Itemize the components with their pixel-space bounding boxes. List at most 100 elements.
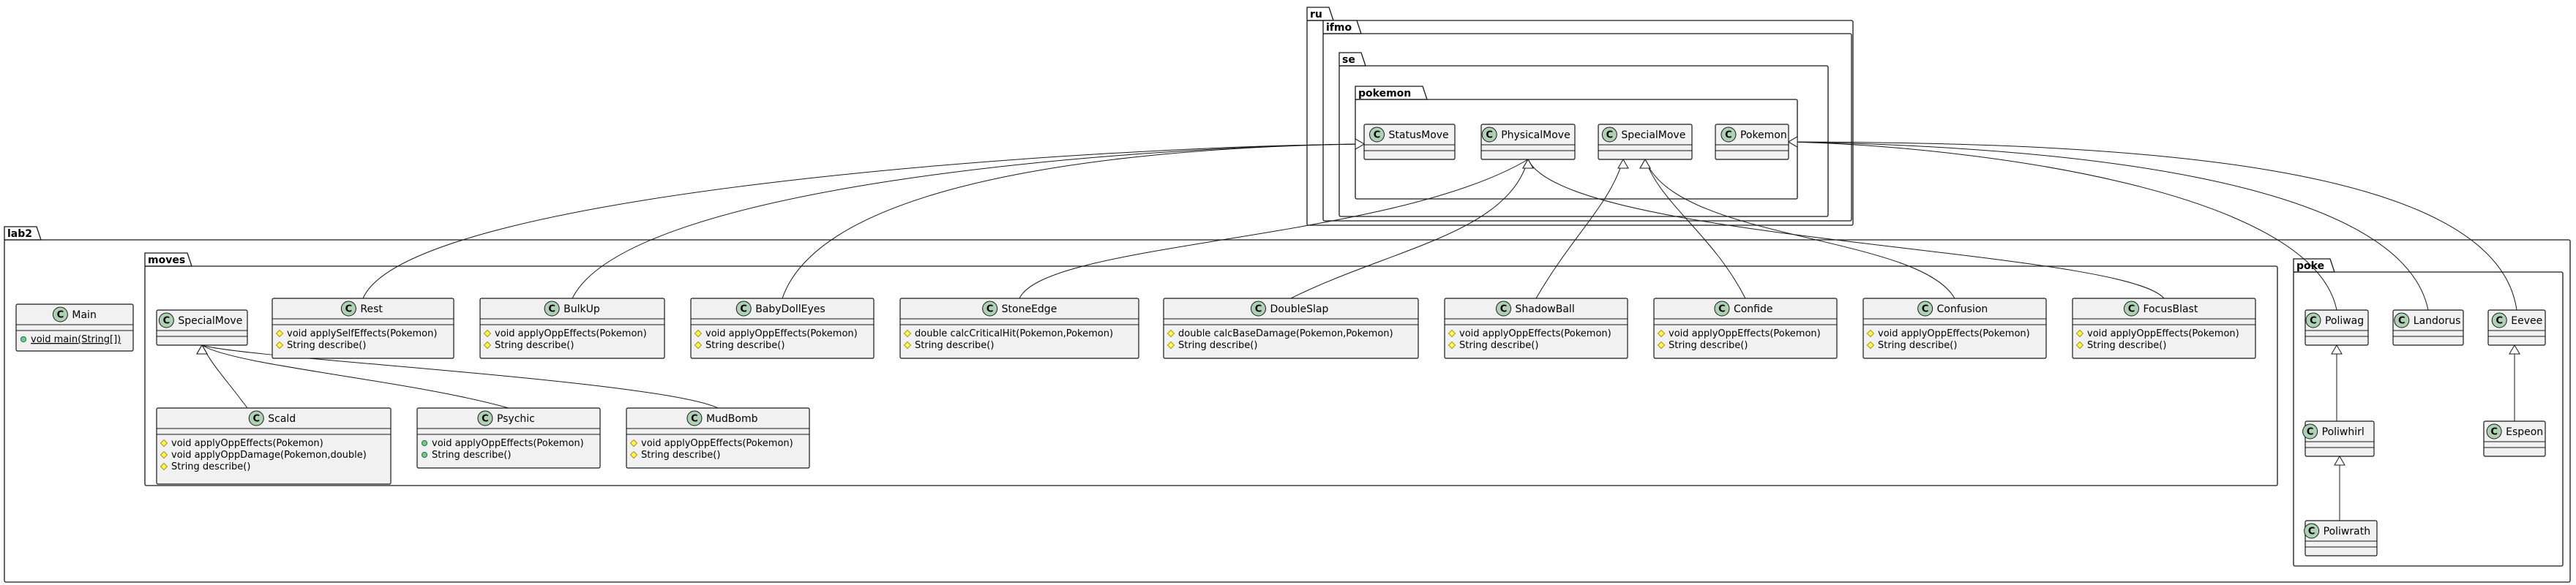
generalization-edge xyxy=(1788,136,2517,311)
generalization-edge xyxy=(1788,136,2337,311)
package-moves: moves xyxy=(144,252,2278,486)
generalization-edge xyxy=(782,138,1365,299)
protected-visibility-icon xyxy=(1657,341,1666,350)
class-pokemon[interactable]: C Pokemon xyxy=(1715,124,1789,160)
class-name: Poliwhirl xyxy=(2322,426,2365,438)
class-member: void applyOppEffects(Pokemon) xyxy=(2087,328,2239,339)
package-pokemon-label: pokemon xyxy=(1358,88,1411,99)
class-stereotype-c-icon: C xyxy=(735,301,752,317)
class-name: StoneEdge xyxy=(1002,303,1057,315)
protected-visibility-icon xyxy=(1448,329,1456,338)
generalization-edge xyxy=(1535,159,1629,299)
svg-text:C: C xyxy=(1718,304,1726,315)
package-lab2: lab2 xyxy=(4,226,2571,583)
class-member: String describe() xyxy=(287,340,366,351)
class-stereotype-c-icon: C xyxy=(1917,301,1933,317)
generalization-edge xyxy=(1639,159,1746,299)
class-stereotype-c-icon: C xyxy=(2486,423,2502,439)
svg-text:C: C xyxy=(1486,130,1493,141)
generalization-edge xyxy=(196,344,248,409)
class-moves-special-move[interactable]: C SpecialMove xyxy=(156,309,248,346)
generalization-edge xyxy=(1019,159,1534,299)
generalization-edge xyxy=(362,138,1365,299)
class-name: Espeon xyxy=(2506,426,2543,438)
protected-visibility-icon xyxy=(275,329,284,338)
protected-visibility-icon xyxy=(275,341,284,350)
class-poliwag[interactable]: C Poliwag xyxy=(2304,309,2369,346)
class-member: void applyOppEffects(Pokemon) xyxy=(1878,328,2030,339)
class-stereotype-c-icon: C xyxy=(2302,423,2318,439)
class-member: double calcBaseDamage(Pokemon,Pokemon) xyxy=(1178,328,1393,339)
class-poliwhirl[interactable]: C Poliwhirl xyxy=(2302,420,2375,457)
protected-visibility-icon xyxy=(160,462,168,471)
class-member: double calcCriticalHit(Pokemon,Pokemon) xyxy=(915,328,1113,339)
class-focus-blast[interactable]: C FocusBlast void applyOppEffects(Pokemon)… xyxy=(2072,298,2256,359)
class-name: SpecialMove xyxy=(1621,129,1685,141)
class-stone-edge[interactable]: C StoneEdge double calcCriticalHit(Pokemon… xyxy=(899,298,1139,359)
package-lab2-label: lab2 xyxy=(7,228,32,240)
class-stereotype-c-icon: C xyxy=(2305,312,2321,328)
class-member: String describe() xyxy=(432,450,511,461)
svg-text:C: C xyxy=(1725,130,1732,141)
class-stereotype-c-icon: C xyxy=(982,301,998,317)
protected-visibility-icon xyxy=(1866,329,1875,338)
svg-text:C: C xyxy=(482,414,489,425)
class-stereotype-c-icon: C xyxy=(2394,312,2410,328)
generalization-edge xyxy=(1788,136,2429,311)
package-se: se xyxy=(1338,52,1829,217)
protected-visibility-icon xyxy=(694,341,703,350)
class-member: void applyOppEffects(Pokemon) xyxy=(495,328,647,339)
svg-text:C: C xyxy=(2308,526,2315,537)
class-member: String describe() xyxy=(1459,340,1538,351)
protected-visibility-icon xyxy=(694,329,703,338)
svg-text:C: C xyxy=(2128,304,2135,315)
class-name: Poliwag xyxy=(2325,315,2364,327)
class-name: Pokemon xyxy=(1740,129,1787,141)
class-name: BabyDollEyes xyxy=(755,303,825,315)
class-name: SpecialMove xyxy=(178,315,242,327)
generalization-edge xyxy=(1290,159,1534,299)
class-member: void applyOppEffects(Pokemon) xyxy=(1459,328,1611,339)
protected-visibility-icon xyxy=(1167,329,1175,338)
class-member: void applyOppEffects(Pokemon) xyxy=(432,438,584,449)
class-member: String describe() xyxy=(915,340,994,351)
public-visibility-icon xyxy=(421,439,428,447)
class-name: BulkUp xyxy=(564,303,600,315)
class-member: void applyOppDamage(Pokemon,double) xyxy=(171,450,367,461)
svg-text:C: C xyxy=(163,316,171,327)
svg-text:C: C xyxy=(2307,427,2314,438)
package-ru-label: ru xyxy=(1310,9,1322,20)
class-stereotype-c-icon: C xyxy=(158,312,174,328)
class-stereotype-c-icon: C xyxy=(1251,301,1266,317)
class-name: FocusBlast xyxy=(2143,303,2198,315)
package-ifmo-label: ifmo xyxy=(1326,22,1352,34)
svg-text:C: C xyxy=(1922,304,1929,315)
class-name: Confide xyxy=(1734,303,1773,315)
svg-text:C: C xyxy=(2490,427,2498,438)
class-espeon[interactable]: C Espeon xyxy=(2483,420,2546,457)
class-name: ShadowBall xyxy=(1516,303,1575,315)
class-member: String describe() xyxy=(171,461,250,472)
class-stereotype-c-icon: C xyxy=(340,301,356,317)
generalization-edge xyxy=(2334,456,2345,521)
class-name: Main xyxy=(72,309,96,321)
generalization-edge xyxy=(1639,159,1955,299)
